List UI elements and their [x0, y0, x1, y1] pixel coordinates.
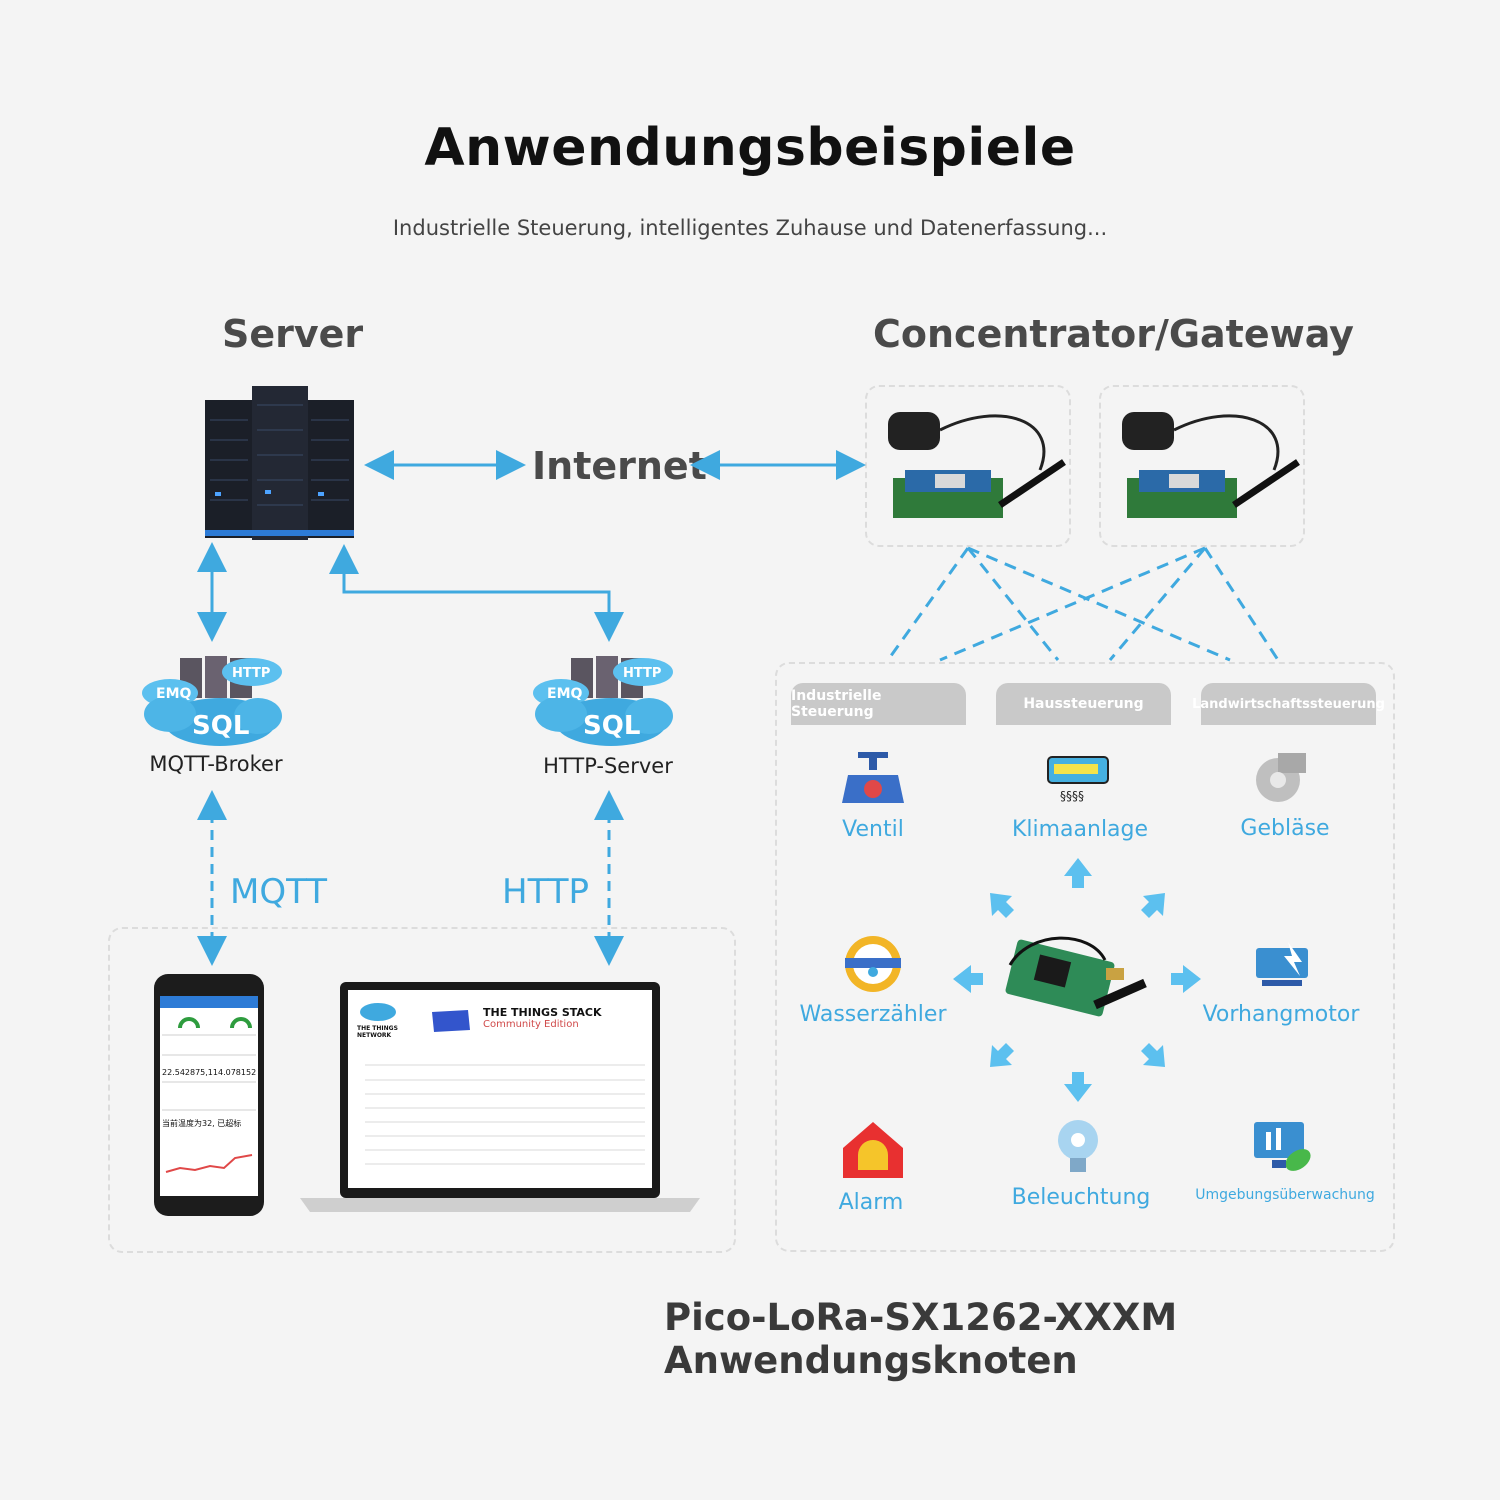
- internet-label: Internet: [532, 444, 707, 488]
- svg-text:HTTP: HTTP: [623, 666, 661, 681]
- gateway-device-1-icon: [888, 412, 1066, 518]
- device-label-alarm: Alarm: [838, 1190, 904, 1215]
- arrow-server-http-server: [329, 544, 624, 642]
- http-cloud-icon: EMQ HTTP SQL: [533, 656, 673, 746]
- tab-landwirtschaftssteuerung: Landwirtschaftssteuerung: [1192, 683, 1385, 725]
- mqtt-protocol-label: MQTT: [230, 872, 328, 912]
- smartphone-icon: [154, 974, 264, 1216]
- svg-text:HTTP: HTTP: [232, 666, 270, 681]
- page-title: Anwendungsbeispiele: [424, 118, 1076, 178]
- svg-text:EMQ: EMQ: [156, 686, 191, 702]
- footer-caption: Pico-LoRa-SX1262-XXXM Anwendungsknoten: [664, 1296, 1178, 1382]
- gateway-box-2: [1099, 385, 1305, 547]
- radial-arrows: [953, 858, 1201, 1102]
- gateway-device-2-icon: [1122, 412, 1300, 518]
- valve-icon: [842, 752, 904, 803]
- lora-links: [886, 546, 1280, 662]
- mqtt-cloud-icon: EMQ HTTP SQL: [142, 656, 282, 746]
- laptop-icon: [300, 982, 700, 1212]
- blower-icon: [1256, 753, 1306, 802]
- laptop-network-logo: THE THINGS NETWORK: [357, 1025, 398, 1039]
- svg-text:SQL: SQL: [583, 711, 640, 741]
- environment-monitoring-icon: [1254, 1122, 1311, 1171]
- server-rack-icon: [205, 386, 354, 540]
- gateway-box-1: [865, 385, 1071, 547]
- laptop-app-subtitle: Community Edition: [483, 1019, 579, 1030]
- tab-haussteuerung: Haussteuerung: [996, 683, 1171, 725]
- svg-text:§§§§: §§§§: [1060, 789, 1084, 803]
- device-label-geblaese: Gebläse: [1240, 816, 1330, 841]
- water-meter-icon: [845, 936, 901, 992]
- device-label-ventil: Ventil: [842, 817, 904, 842]
- server-heading: Server: [222, 312, 364, 356]
- svg-text:SQL: SQL: [192, 711, 249, 741]
- lora-node-icon: [1005, 936, 1147, 1017]
- light-bulb-icon: [1058, 1120, 1098, 1172]
- tab-industrielle-steuerung: Industrielle Steuerung: [791, 683, 966, 725]
- client-devices-box: [108, 927, 736, 1253]
- device-label-klimaanlage: Klimaanlage: [1011, 817, 1149, 842]
- gateway-heading: Concentrator/Gateway: [873, 312, 1354, 356]
- air-conditioner-icon: §§§§: [1047, 756, 1109, 803]
- http-server-label: HTTP-Server: [543, 754, 673, 778]
- device-label-wasserzaehler: Wasserzähler: [799, 1002, 947, 1027]
- phone-reading-2: 当前温度为32, 已超标: [162, 1119, 242, 1128]
- device-label-beleuchtung: Beleuchtung: [1011, 1185, 1151, 1210]
- svg-text:EMQ: EMQ: [547, 686, 582, 702]
- phone-reading-1: 22.542875,114.078152: [162, 1068, 257, 1077]
- http-protocol-label: HTTP: [502, 872, 590, 912]
- mqtt-broker-label: MQTT-Broker: [149, 752, 283, 776]
- curtain-motor-icon: [1256, 942, 1308, 986]
- device-label-umgebung: Umgebungsüberwachung: [1195, 1187, 1375, 1203]
- laptop-app-title: THE THINGS STACK: [483, 1006, 602, 1019]
- device-label-vorhangmotor: Vorhangmotor: [1202, 1002, 1360, 1027]
- alarm-icon: [843, 1122, 903, 1178]
- page-subtitle: Industrielle Steuerung, intelligentes Zu…: [392, 216, 1108, 240]
- node-applications-box: [775, 662, 1395, 1252]
